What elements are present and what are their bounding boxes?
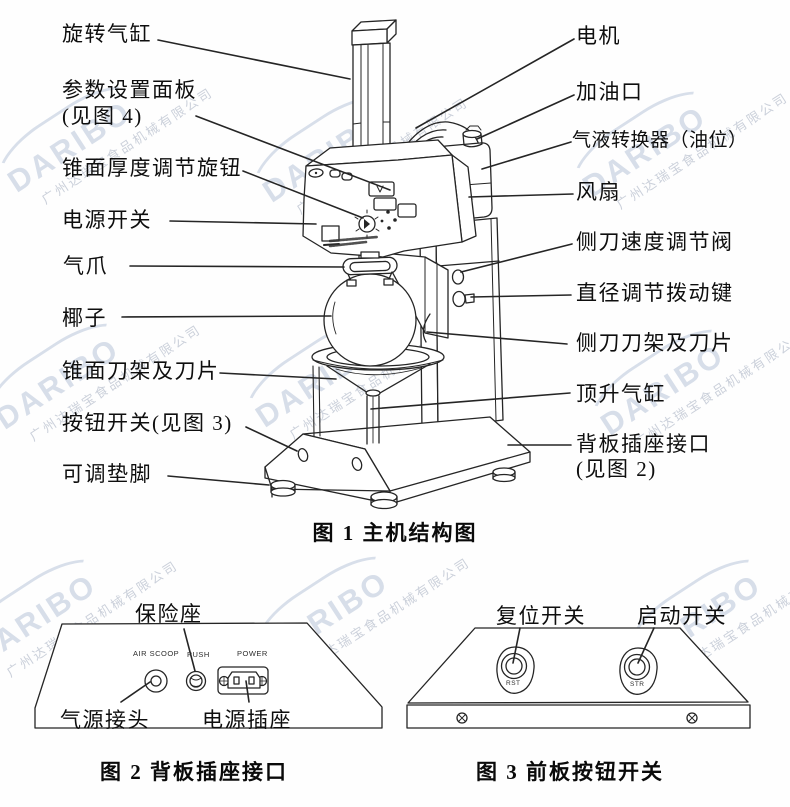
label-oil-filler: 加油口 — [576, 80, 644, 104]
coconut-part — [323, 273, 417, 367]
label-parameter-panel: 参数设置面板 — [62, 78, 197, 102]
label-start-switch: 启动开关 — [637, 604, 727, 628]
label-fan: 风扇 — [576, 180, 621, 204]
label-rotary-cylinder: 旋转气缸 — [62, 22, 152, 46]
machine-head-part — [302, 139, 477, 261]
label-coconut: 椰子 — [62, 306, 107, 330]
air-connector-part — [144, 669, 168, 693]
label-back-panel-interface-ref: (见图 2) — [576, 457, 657, 481]
fuse-holder-part — [185, 670, 207, 692]
figure3-caption: 图 3 前板按钮开关 — [476, 760, 664, 784]
label-side-knife-speed-valve: 侧刀速度调节阀 — [576, 230, 734, 254]
label-parameter-panel-ref: (见图 4) — [62, 104, 143, 128]
label-reset-switch: 复位开关 — [496, 604, 586, 628]
leader-lines — [120, 38, 655, 703]
label-button-switch: 按钮开关(见图 3) — [62, 411, 233, 435]
side-knife-holder-part — [381, 252, 449, 343]
figure2-caption: 图 2 背板插座接口 — [100, 760, 288, 784]
label-air-claw: 气爪 — [63, 254, 108, 278]
front-panel-drawing — [406, 627, 751, 729]
power-inlet-part — [217, 666, 269, 695]
label-diameter-toggle: 直径调节拨动键 — [576, 281, 734, 305]
main-machine-drawing — [264, 19, 531, 510]
rotary-cylinder-part — [351, 19, 397, 163]
screw-icon — [686, 712, 698, 724]
button-text-rst: RST — [506, 680, 521, 687]
label-air-connector: 气源接头 — [60, 708, 150, 732]
panel-text-air-scoop: AIR SCOOP — [133, 649, 180, 658]
panel-text-push: PUSH — [187, 650, 210, 659]
oil-filler-part — [462, 125, 483, 148]
label-lift-cylinder: 顶升气缸 — [576, 382, 666, 406]
machine-base-part — [264, 416, 531, 510]
label-motor: 电机 — [576, 24, 621, 48]
air-claw-part — [342, 251, 398, 287]
reset-button-part — [496, 646, 535, 694]
label-side-knife-holder: 侧刀刀架及刀片 — [576, 331, 734, 355]
label-cone-blade-holder: 锥面刀架及刀片 — [62, 359, 220, 383]
label-fuse-holder: 保险座 — [135, 602, 203, 626]
label-gas-liquid-converter: 气液转换器（油位） — [572, 130, 748, 151]
panel-text-power: POWER — [237, 649, 268, 658]
start-button-part — [619, 647, 658, 695]
figure1-caption: 图 1 主机结构图 — [312, 521, 478, 545]
button-text-str: STR — [630, 681, 645, 688]
screw-icon — [456, 712, 468, 724]
label-power-switch: 电源开关 — [62, 208, 152, 232]
label-power-socket: 电源插座 — [202, 708, 292, 732]
label-cone-thickness-knob: 锥面厚度调节旋钮 — [62, 156, 242, 180]
label-back-panel-interface: 背板插座接口 — [576, 432, 711, 456]
label-adjustable-feet: 可调垫脚 — [62, 462, 152, 486]
